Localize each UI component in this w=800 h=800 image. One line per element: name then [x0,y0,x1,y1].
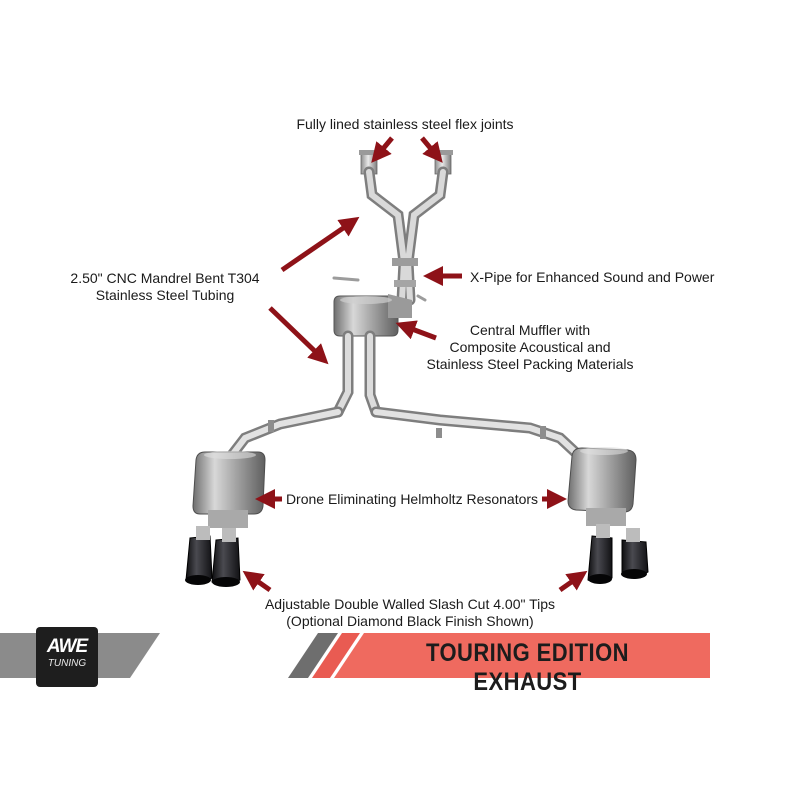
label-muffler-line-3: Stainless Steel Packing Materials [426,356,634,372]
x-pipe [332,166,449,306]
rear-pipes [226,406,581,461]
label-tubing: 2.50" CNC Mandrel Bent T304 Stainless St… [40,270,290,304]
arrow-tubing-upper [280,216,360,273]
resonator-right [567,447,637,526]
label-muffler: Central Muffler with Composite Acoustica… [400,322,660,373]
label-tips: Adjustable Double Walled Slash Cut 4.00"… [250,596,570,630]
banner-red-band [334,633,710,678]
label-tips-line-2: (Optional Diamond Black Finish Shown) [286,613,534,629]
label-tubing-line-1: 2.50" CNC Mandrel Bent T304 [70,270,260,286]
logo-brand-text: AWE [46,636,88,657]
mid-pipes [332,330,382,418]
label-xpipe-text: X-Pipe for Enhanced Sound and Power [470,269,715,285]
exhaust-tips-right [587,524,649,584]
label-flex-joints-text: Fully lined stainless steel flex joints [296,116,514,132]
arrow-flex-right [420,136,443,163]
arrow-tubing-lower [268,306,329,365]
resonator-left [192,451,266,528]
label-muffler-line-2: Composite Acoustical and [449,339,611,355]
label-resonators: Drone Eliminating Helmholtz Resonators [282,491,542,508]
exhaust-tips-left [185,526,241,587]
label-tips-line-1: Adjustable Double Walled Slash Cut 4.00"… [264,596,556,612]
banner-stripe-gray [288,633,338,678]
awe-tuning-logo [36,627,98,687]
arrow-muffler [395,320,437,341]
callout-arrows [242,136,588,593]
arrow-flex-left [371,136,394,163]
label-tubing-line-2: Stainless Steel Tubing [95,287,235,303]
label-resonators-text: Drone Eliminating Helmholtz Resonators [285,491,539,507]
arrow-tips-right [558,570,588,593]
exhaust-system [185,150,649,587]
label-muffler-line-1: Central Muffler with [469,322,591,338]
banner-stripe-red [312,633,360,678]
banner-title: TOURING EDITION EXHAUST [425,639,629,696]
logo-sub-text: TUNING [47,658,87,669]
central-muffler [333,294,412,337]
arrow-tips-left [242,570,272,593]
label-xpipe: X-Pipe for Enhanced Sound and Power [470,269,730,286]
label-flex-joints: Fully lined stainless steel flex joints [230,116,580,133]
